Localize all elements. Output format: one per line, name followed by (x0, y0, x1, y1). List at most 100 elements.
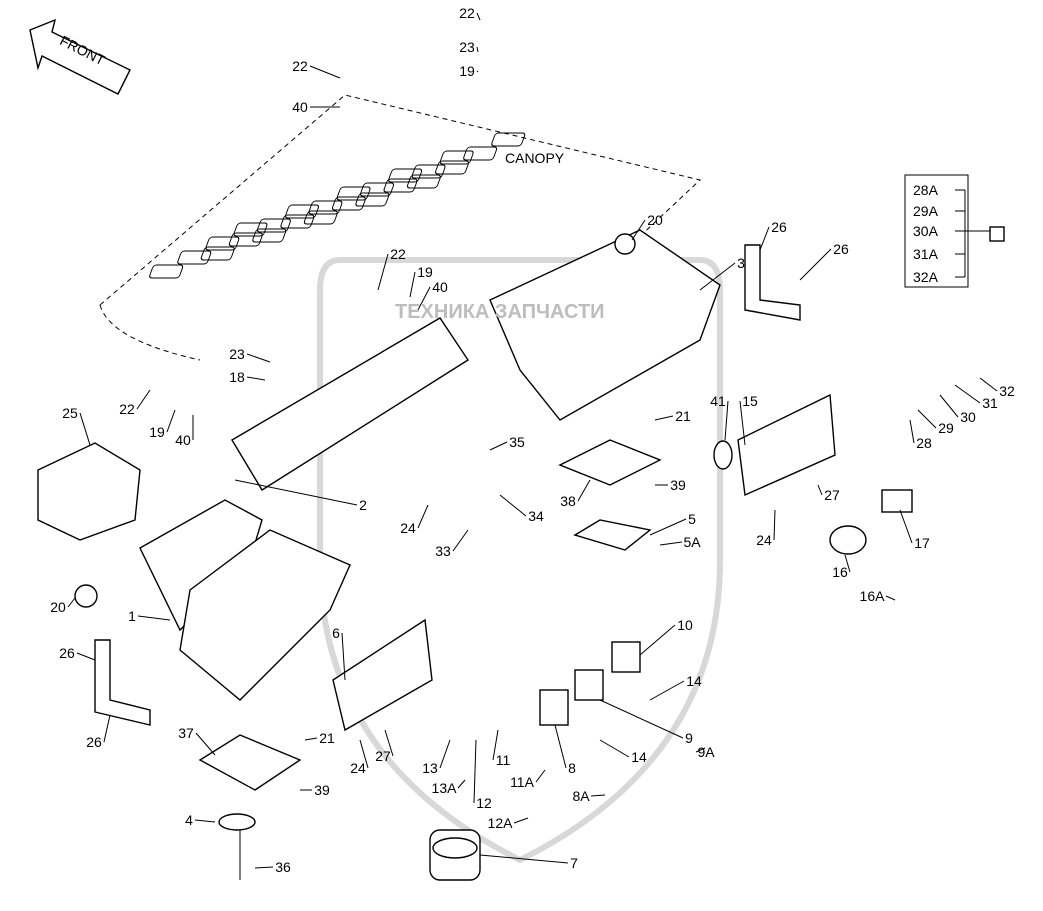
leader-line (513, 817, 529, 824)
callout-6: 6 (332, 625, 346, 681)
leader-line (844, 554, 851, 573)
callout-label: 39 (670, 477, 686, 493)
callout-41: 41 (710, 393, 729, 441)
parts (37, 226, 1005, 881)
leader-line (166, 409, 176, 433)
leader-line (659, 541, 683, 546)
leader-line (341, 632, 346, 681)
leader-line (909, 419, 915, 444)
callout-label: 9 (685, 730, 693, 746)
box-1 (179, 529, 351, 701)
leader-line (79, 412, 91, 446)
callout-label: 22 (459, 5, 475, 21)
callout-13a: 13A (432, 779, 466, 796)
callout-label: 27 (824, 487, 840, 503)
callout-21: 21 (654, 408, 691, 424)
callout-label: 24 (756, 532, 772, 548)
leader-line (452, 529, 469, 552)
bracket-26a (744, 244, 801, 321)
callout-label: 14 (631, 749, 647, 765)
callout-label: 22 (119, 401, 135, 417)
buzzer-4 (218, 813, 256, 831)
callout-33: 33 (435, 529, 469, 559)
leader-line (554, 724, 567, 769)
canopy-vent (439, 150, 474, 165)
callout-label: 1 (128, 608, 136, 624)
leader-line (899, 509, 913, 544)
leader-line (590, 794, 606, 797)
bracket-26b (94, 639, 151, 726)
callout-label: 13A (432, 780, 458, 796)
leader-line (599, 699, 684, 739)
leader-line (384, 729, 394, 757)
callout-7: 7 (479, 854, 578, 871)
leader-line (649, 680, 685, 701)
callout-label: 37 (178, 725, 194, 741)
callout-40: 40 (292, 99, 340, 115)
callout-label: 18 (229, 369, 245, 385)
leader-line (137, 615, 171, 621)
leader-line (76, 652, 96, 661)
callout-label: 40 (432, 279, 448, 295)
inset-label: 29A (913, 203, 939, 219)
leader-line (499, 494, 527, 517)
leader-line (304, 737, 318, 741)
heater-25 (37, 442, 141, 541)
canopy-vent (388, 168, 423, 183)
callout-label: 28 (916, 435, 932, 451)
callout-22: 22 (377, 246, 406, 291)
canopy-vent (149, 264, 184, 279)
callout-1: 1 (128, 608, 171, 624)
canopy-vent (383, 178, 418, 193)
leader-line (476, 46, 479, 53)
callout-32: 32 (979, 377, 1015, 399)
callout-label: 10 (677, 617, 693, 633)
callout-34: 34 (499, 494, 544, 524)
leader-line (724, 400, 729, 441)
grommet-20b (74, 584, 98, 608)
callout-label: 27 (375, 748, 391, 764)
callout-label: 16A (860, 588, 886, 604)
callout-37: 37 (178, 725, 216, 756)
leader-line (654, 415, 674, 421)
callout-label: 21 (675, 408, 691, 424)
callout-label: 26 (833, 241, 849, 257)
callout-16a: 16A (860, 588, 896, 604)
callout-label: 26 (59, 645, 75, 661)
leader-line (639, 624, 676, 656)
canopy-vent (411, 164, 446, 179)
callout-9a: 9A (695, 744, 715, 760)
leader-line (409, 271, 416, 298)
callout-label: 39 (314, 782, 330, 798)
callout-label: 24 (350, 760, 366, 776)
leader-line (476, 12, 481, 21)
canopy: CANOPY (99, 94, 702, 361)
leader-line (309, 65, 341, 79)
leader-line (417, 504, 429, 529)
callout-label: 26 (86, 734, 102, 750)
callout-2: 2 (234, 479, 367, 513)
leader-line (246, 353, 271, 363)
canopy-label: CANOPY (505, 150, 565, 166)
leader-line (917, 409, 937, 429)
watermark-text: ТЕХНИКА ЗАПЧАСТИ (395, 301, 605, 323)
callout-24: 24 (400, 504, 429, 536)
relay-10 (611, 641, 641, 673)
grommet-20a (614, 233, 636, 255)
callout-25: 25 (62, 405, 91, 446)
callout-9: 9 (599, 699, 693, 746)
callout-label: 22 (292, 58, 308, 74)
callout-13: 13 (422, 739, 451, 776)
leader-line (699, 262, 736, 291)
leader-line (254, 866, 274, 869)
canopy-vent (200, 246, 235, 261)
leader-line (885, 595, 896, 601)
callout-5: 5 (649, 511, 696, 536)
relay-9 (574, 669, 604, 701)
callout-label: 6 (332, 625, 340, 641)
callout-label: 13 (422, 760, 438, 776)
callout-label: 11A (510, 774, 535, 790)
callout-22: 22 (459, 5, 481, 21)
